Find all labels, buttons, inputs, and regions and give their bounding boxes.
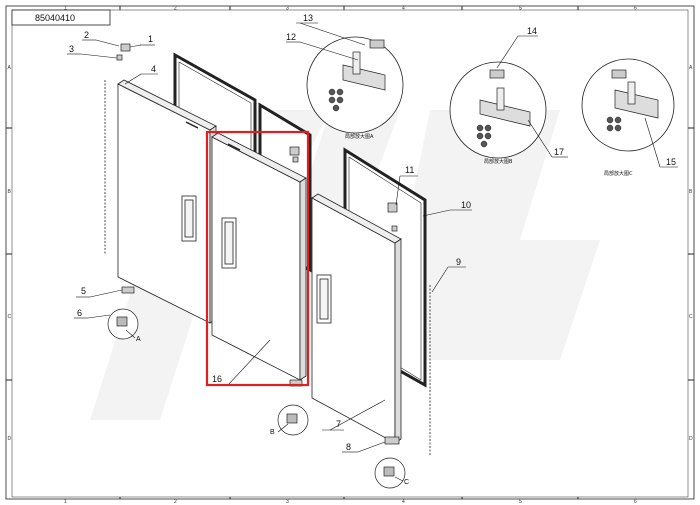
enlarged-view-B: 局部放大图B	[449, 61, 547, 165]
col-label-top-3: 3	[286, 6, 289, 12]
row-label-left-C: C	[8, 314, 12, 320]
callout-7: 7	[336, 419, 341, 429]
col-label-top-5: 5	[519, 6, 522, 12]
col-label-bottom-2: 2	[174, 499, 177, 505]
detail-circle-B	[277, 404, 309, 436]
enlarged-view-A: 局部放大图A	[306, 36, 404, 140]
col-label-bottom-6: 6	[634, 499, 637, 505]
callout-4: 4	[151, 64, 156, 74]
detail-circle-C	[374, 457, 406, 489]
detail-circle-A	[107, 308, 139, 340]
door-panel-7	[311, 193, 402, 444]
drawing-border	[5, 5, 695, 500]
hinge-top-11	[387, 202, 398, 232]
hinge-bottom-8	[384, 436, 400, 445]
row-label-right-D: D	[689, 436, 693, 442]
drawing-number-box: 85040410	[11, 9, 111, 26]
callout-10: 10	[461, 200, 471, 210]
hinge-top-1	[116, 43, 131, 61]
callout-8: 8	[346, 442, 351, 452]
col-label-top-6: 6	[634, 6, 637, 12]
col-label-bottom-5: 5	[519, 499, 522, 505]
callout-2: 2	[84, 30, 89, 40]
enlarged-view-B-caption: 局部放大图B	[484, 158, 513, 165]
callout-12: 12	[286, 32, 296, 42]
callout-16: 16	[212, 374, 222, 384]
callout-labels: 1 2 3 4 5 6 7 8 9 10 11 12 13 14 15 16 1…	[69, 13, 676, 452]
callout-1: 1	[148, 34, 153, 44]
grid-column-labels: 1 2 3 4 5 6 1 2 3 4 5 6	[64, 6, 637, 505]
col-label-bottom-3: 3	[286, 499, 289, 505]
row-label-left-A: A	[8, 65, 12, 71]
detail-marker-B: B	[270, 429, 275, 436]
row-label-left-B: B	[8, 189, 12, 195]
callout-17: 17	[554, 147, 564, 157]
col-label-top-1: 1	[64, 6, 67, 12]
col-label-top-2: 2	[174, 6, 177, 12]
col-label-bottom-1: 1	[64, 499, 67, 505]
callout-5: 5	[81, 286, 86, 296]
callout-3: 3	[69, 44, 74, 54]
enlarged-view-A-caption: 局部放大图A	[345, 133, 374, 140]
enlarged-view-C: 局部放大图C	[581, 58, 675, 177]
hinge-top-2	[289, 146, 300, 163]
grid-row-labels: A B C D A B C D	[8, 65, 694, 442]
hinge-bottom-5	[121, 286, 135, 294]
row-label-right-A: A	[689, 65, 693, 71]
detail-marker-A: A	[136, 336, 141, 343]
col-label-top-4: 4	[402, 6, 405, 12]
enlarged-view-C-caption: 局部放大图C	[604, 170, 633, 177]
callout-6: 6	[77, 308, 82, 318]
col-label-bottom-4: 4	[402, 499, 405, 505]
callout-14: 14	[527, 26, 537, 36]
drawing-number: 85040410	[35, 13, 75, 23]
callout-13: 13	[303, 13, 313, 23]
door-panel-16	[211, 132, 307, 381]
detail-marker-C: C	[404, 479, 409, 486]
callout-11: 11	[405, 165, 414, 175]
row-label-left-D: D	[8, 436, 12, 442]
callout-15: 15	[666, 157, 676, 167]
row-label-right-C: C	[689, 314, 693, 320]
highlight-box-part-16	[205, 130, 310, 387]
detail-markers: A B C	[136, 336, 409, 486]
callout-9: 9	[456, 257, 461, 267]
row-label-right-B: B	[689, 189, 693, 195]
leader-lines	[67, 22, 678, 482]
